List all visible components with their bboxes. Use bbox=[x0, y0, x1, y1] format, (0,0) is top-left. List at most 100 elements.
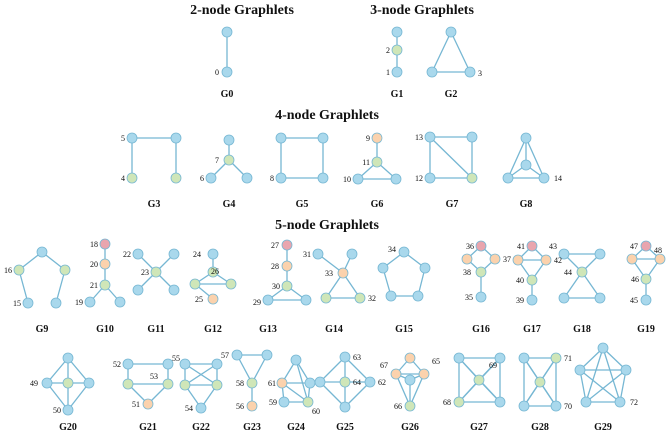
g26-node-2 bbox=[418, 368, 430, 380]
g27-node-2 bbox=[453, 396, 465, 408]
g13-node-3 bbox=[262, 294, 274, 306]
g10-node-4 bbox=[114, 296, 126, 308]
g13-node-1 bbox=[281, 260, 293, 272]
g22-node-4 bbox=[195, 402, 207, 414]
g22-node-0 bbox=[179, 358, 191, 370]
g22-edge-5 bbox=[184, 363, 218, 386]
graphlet-label-g0: G0 bbox=[221, 89, 234, 100]
g27-node-1 bbox=[494, 352, 506, 364]
g21-node-0 bbox=[122, 358, 134, 370]
g7-node-1 bbox=[466, 131, 478, 143]
orbit-label-40: 40 bbox=[516, 276, 524, 285]
g7-node-0 bbox=[424, 131, 436, 143]
g29-node-1 bbox=[574, 364, 586, 376]
g11-node-4 bbox=[168, 284, 180, 296]
g21-node-4 bbox=[142, 398, 154, 410]
g27-node-0 bbox=[453, 352, 465, 364]
orbit-label-26: 26 bbox=[211, 267, 219, 276]
orbit-label-65: 65 bbox=[432, 357, 440, 366]
orbit-label-60: 60 bbox=[312, 407, 320, 416]
orbit-label-30: 30 bbox=[272, 282, 280, 291]
g3-node-2 bbox=[126, 172, 138, 184]
g5-node-2 bbox=[275, 172, 287, 184]
orbit-label-29: 29 bbox=[253, 298, 261, 307]
graphlet-label-g26: G26 bbox=[401, 422, 419, 433]
g21-node-1 bbox=[162, 358, 174, 370]
orbit-label-48: 48 bbox=[654, 246, 662, 255]
section-title-2-node: 2-node Graphlets bbox=[190, 3, 294, 18]
orbit-label-41: 41 bbox=[517, 242, 525, 251]
g23-node-1 bbox=[261, 349, 273, 361]
orbit-label-4: 4 bbox=[121, 174, 125, 183]
g18-node-2 bbox=[576, 266, 588, 278]
g25-edge-0 bbox=[319, 356, 346, 383]
g29-edge-5 bbox=[579, 369, 587, 403]
orbit-label-69: 69 bbox=[489, 361, 497, 370]
orbit-label-7: 7 bbox=[215, 156, 219, 165]
g11-node-3 bbox=[132, 284, 144, 296]
g19-node-0 bbox=[640, 240, 652, 252]
g27-node-3 bbox=[494, 396, 506, 408]
orbit-label-33: 33 bbox=[325, 269, 333, 278]
g9-edge-2 bbox=[18, 269, 29, 304]
graphlet-label-g17: G17 bbox=[523, 324, 541, 335]
g2-node-1 bbox=[426, 66, 438, 78]
graphlet-label-g19: G19 bbox=[637, 324, 655, 335]
orbit-label-31: 31 bbox=[303, 250, 311, 259]
g23-node-2 bbox=[246, 377, 258, 389]
graphlet-label-g25: G25 bbox=[336, 422, 354, 433]
g17-node-3 bbox=[526, 274, 538, 286]
orbit-label-56: 56 bbox=[236, 402, 244, 411]
g4-node-3 bbox=[241, 172, 253, 184]
orbit-label-22: 22 bbox=[123, 250, 131, 259]
orbit-label-3: 3 bbox=[478, 69, 482, 78]
g9-node-3 bbox=[22, 297, 34, 309]
orbit-label-28: 28 bbox=[271, 262, 279, 271]
graphlet-label-g23: G23 bbox=[243, 422, 261, 433]
orbit-label-58: 58 bbox=[236, 379, 244, 388]
orbit-label-63: 63 bbox=[353, 353, 361, 362]
g25-edge-5 bbox=[319, 381, 346, 408]
orbit-label-72: 72 bbox=[630, 398, 638, 407]
g10-node-1 bbox=[99, 258, 111, 270]
orbit-label-55: 55 bbox=[172, 354, 180, 363]
g29-edge-6 bbox=[579, 369, 621, 403]
orbit-label-54: 54 bbox=[185, 404, 193, 413]
g13-node-2 bbox=[281, 280, 293, 292]
orbit-label-46: 46 bbox=[631, 275, 639, 284]
g6-node-2 bbox=[352, 173, 364, 185]
section-title-3-node: 3-node Graphlets bbox=[370, 3, 474, 18]
g24-node-2 bbox=[304, 377, 316, 389]
g20-edge-3 bbox=[67, 382, 90, 411]
orbit-label-13: 13 bbox=[415, 133, 423, 142]
g26-node-1 bbox=[390, 368, 402, 380]
orbit-label-24: 24 bbox=[193, 250, 201, 259]
graphlet-label-g22: G22 bbox=[192, 422, 210, 433]
graphlet-label-g5: G5 bbox=[296, 199, 309, 210]
graphlet-label-g12: G12 bbox=[204, 324, 222, 335]
orbit-label-18: 18 bbox=[90, 240, 98, 249]
g20-edge-1 bbox=[67, 357, 90, 384]
graphlet-label-g2: G2 bbox=[445, 89, 458, 100]
g8-node-3 bbox=[520, 159, 532, 171]
orbit-label-6: 6 bbox=[200, 174, 204, 183]
g2-edge-2 bbox=[450, 31, 471, 73]
g28-node-2 bbox=[518, 400, 530, 412]
orbit-label-51: 51 bbox=[132, 400, 140, 409]
graphlet-label-g27: G27 bbox=[470, 422, 488, 433]
g29-node-4 bbox=[614, 396, 626, 408]
g18-node-1 bbox=[594, 248, 606, 260]
orbit-label-12: 12 bbox=[415, 174, 423, 183]
g23-node-0 bbox=[231, 349, 243, 361]
g9-node-1 bbox=[13, 264, 25, 276]
g4-node-0 bbox=[223, 134, 235, 146]
g25-node-0 bbox=[339, 351, 351, 363]
g14-node-4 bbox=[354, 292, 366, 304]
g22-node-1 bbox=[211, 358, 223, 370]
g25-node-1 bbox=[314, 376, 326, 388]
orbit-label-27: 27 bbox=[271, 241, 279, 250]
g20-node-3 bbox=[62, 404, 74, 416]
g24-edge-7 bbox=[295, 359, 309, 403]
g11-node-1 bbox=[168, 248, 180, 260]
